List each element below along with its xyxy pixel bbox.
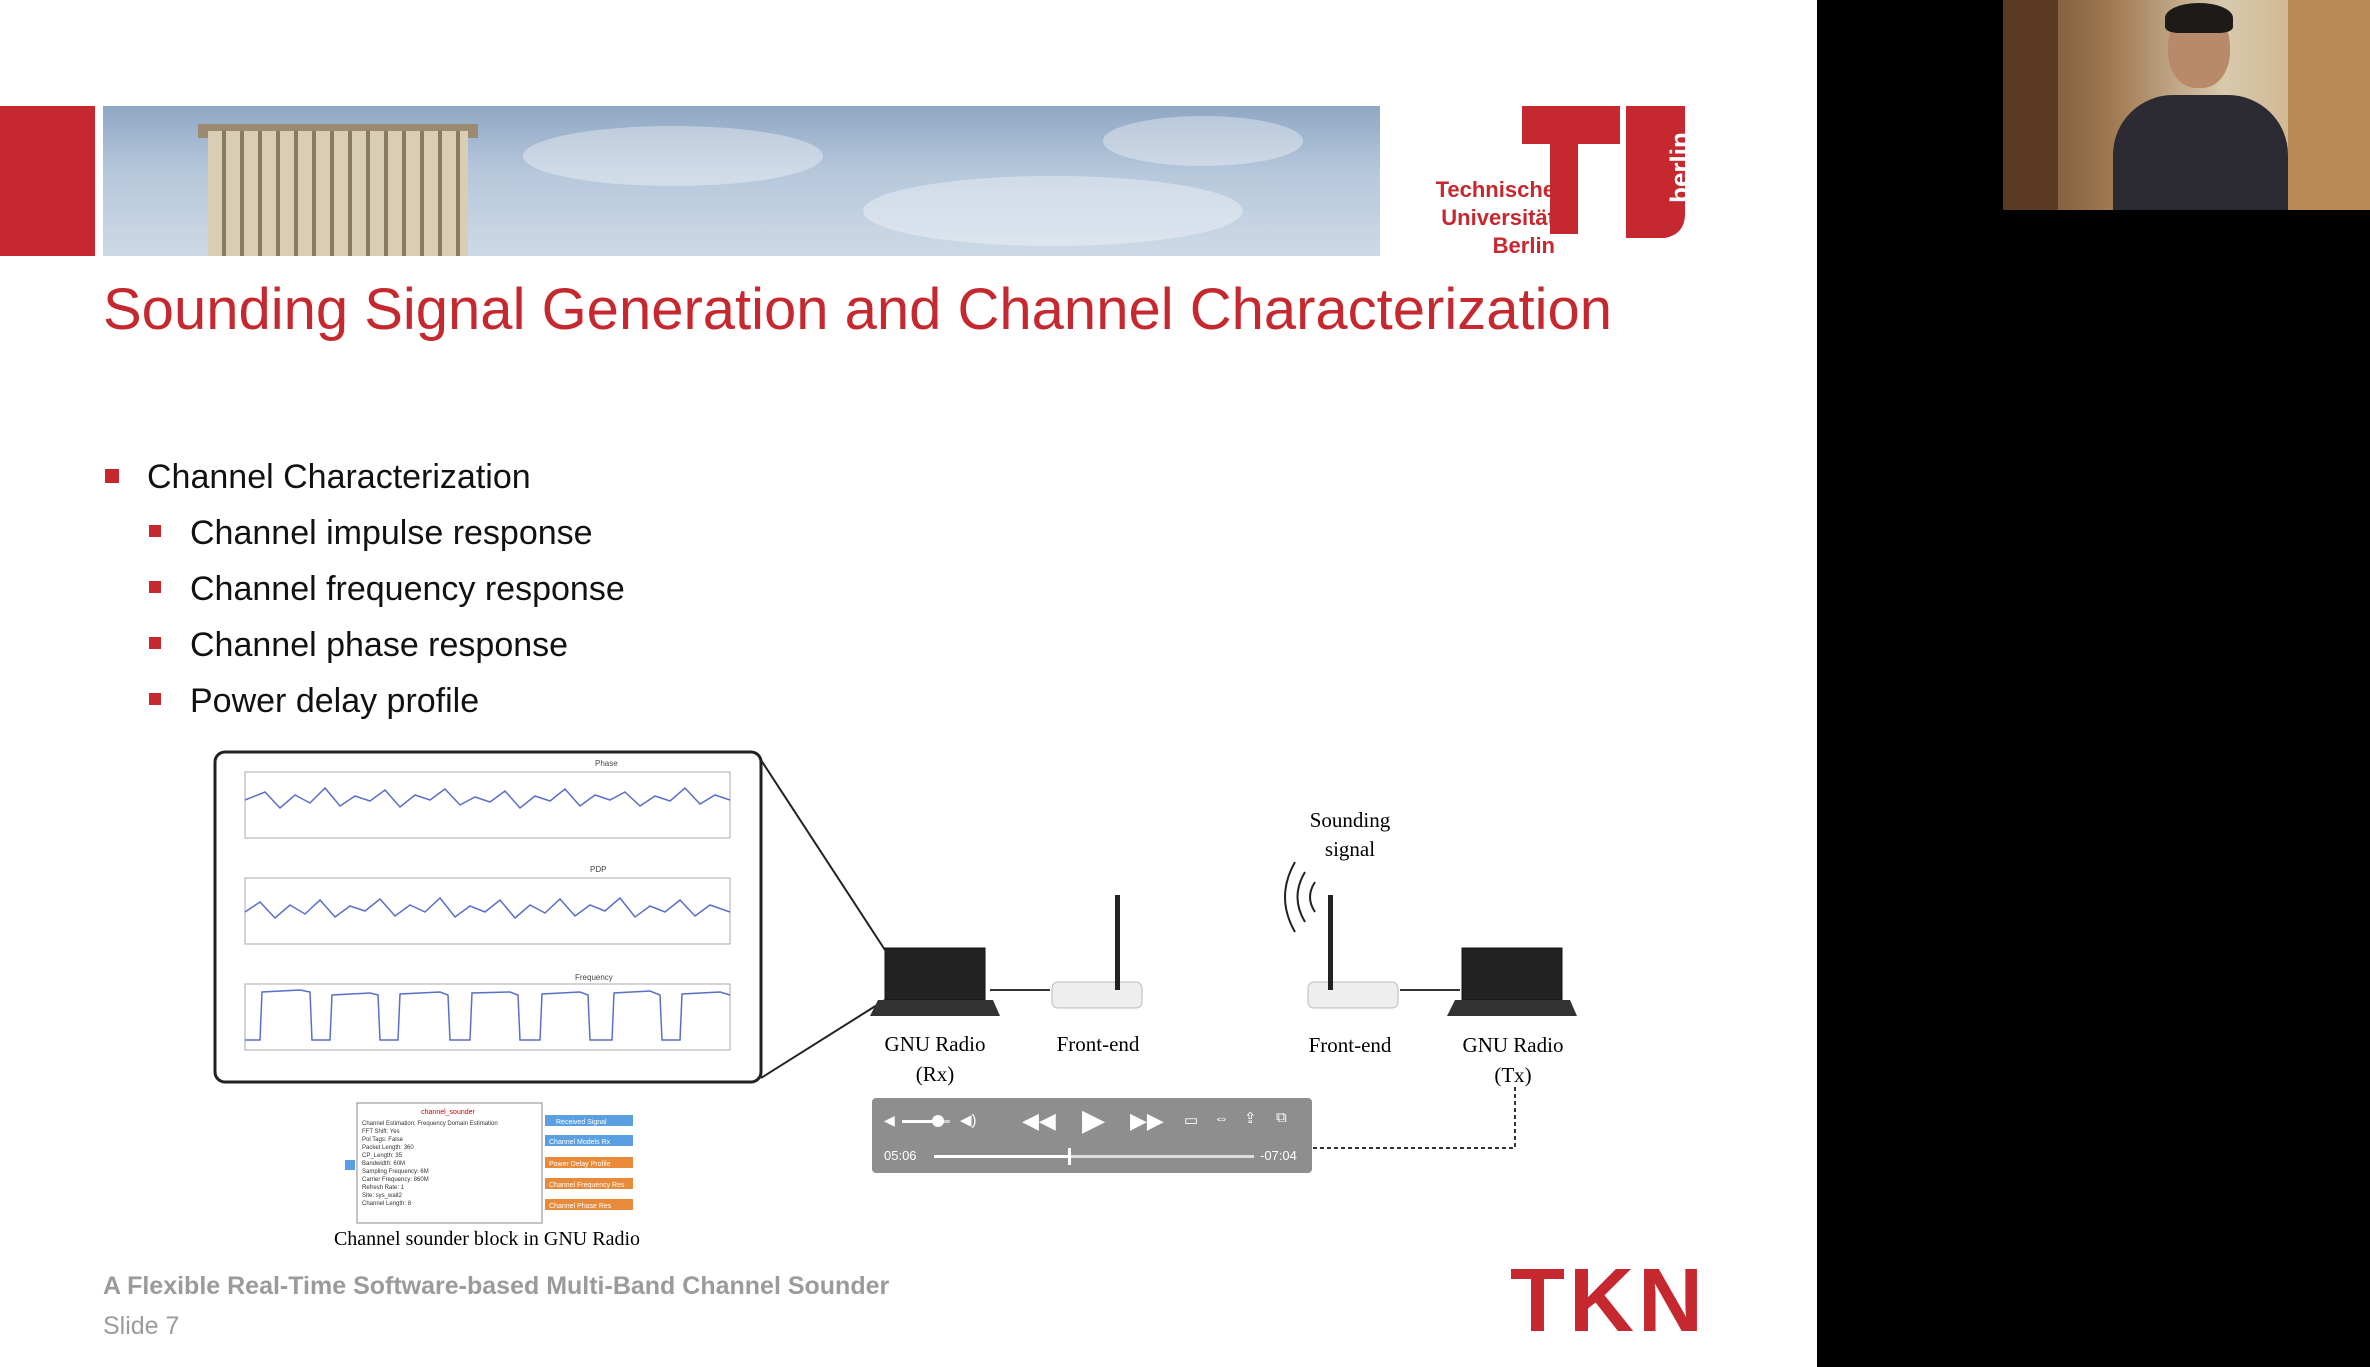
svg-text:channel_sounder: channel_sounder [421,1109,475,1116]
phase-plot: Phase [244,759,731,839]
play-icon[interactable]: ▶ [1082,1104,1106,1137]
plot-title: Phase [595,759,618,768]
tx-radio-label: GNU Radio [1463,1033,1564,1057]
block-caption: Channel sounder block in GNU Radio [334,1228,640,1250]
svg-text:Channel Estimation: Frequency: Channel Estimation: Frequency Domain Est… [362,1121,498,1127]
tx-laptop [1447,947,1577,1016]
tkn-logo: TKN [1510,1251,1707,1351]
volume-slider[interactable] [902,1115,950,1127]
svg-text:Bandwidth: 60M: Bandwidth: 60M [362,1161,405,1167]
presentation-slide: berlin Technische Universität Berlin Sou… [0,0,1817,1367]
bullet-sub: Channel phase response [105,620,625,676]
slide-number: Slide 7 [103,1312,180,1340]
plot-title: PDP [590,865,606,874]
bullet-sub: Power delay profile [105,676,625,732]
svg-text:Pol Tags: False: Pol Tags: False [362,1137,404,1143]
remaining-time: -07:04 [1260,1148,1297,1163]
sounding-sublabel: signal [1325,837,1375,861]
svg-text:Channel Models Rx: Channel Models Rx [549,1139,611,1146]
rx-frontend-label: Front-end [1057,1032,1140,1056]
tx-frontend-device [1307,895,1399,1009]
svg-text:Carrier Frequency: 860M: Carrier Frequency: 860M [362,1177,429,1183]
rx-laptop [870,947,1000,1016]
presenter-hair [2165,3,2233,33]
slide-title: Sounding Signal Generation and Channel C… [103,277,1613,342]
presenter-body [2113,95,2288,210]
volume-high-icon: ◀) [960,1112,977,1129]
bullet-list: Channel Characterization Channel impulse… [105,452,625,732]
signal-wave-icon [1284,861,1316,933]
elapsed-time: 05:06 [884,1148,917,1163]
svg-text:Site: sys_wait2: Site: sys_wait2 [362,1193,403,1199]
system-diagram: Phase PDP Frequency GNU Radio (Rx) Front… [213,750,1577,1250]
pip-icon[interactable]: ⧉ [1276,1109,1287,1126]
svg-text:Refresh Rate: 1: Refresh Rate: 1 [362,1185,405,1191]
share-icon[interactable]: ⇪ [1244,1110,1257,1127]
airplay-icon[interactable]: ▭ [1184,1112,1199,1129]
svg-text:Received Signal: Received Signal [556,1119,607,1126]
rx-radio-label: GNU Radio [885,1032,986,1056]
svg-text:Channel Frequency Res: Channel Frequency Res [549,1182,625,1189]
webcam-feed [2003,0,2370,210]
svg-text:Channel Length: 8: Channel Length: 8 [362,1201,412,1207]
pdp-plot: PDP [244,865,731,945]
svg-text:Channel Phase Res: Channel Phase Res [549,1203,612,1210]
fast-forward-icon[interactable]: ▶▶ [1130,1108,1164,1133]
svg-text:Power Delay Profile: Power Delay Profile [549,1161,611,1168]
frequency-plot: Frequency [244,973,731,1051]
footer-title: A Flexible Real-Time Software-based Mult… [103,1272,890,1300]
header-red-block [0,106,95,256]
volume-low-icon: ◀ [884,1112,895,1128]
video-scrubber[interactable] [934,1148,1254,1165]
tu-berlin-logo [1522,106,1685,238]
svg-text:FFT Shift: Yes: FFT Shift: Yes [362,1129,400,1135]
svg-text:CP_Length: 35: CP_Length: 35 [362,1153,403,1159]
gnuradio-block: channel_sounder Channel Estimation: Freq… [345,1102,633,1224]
fullscreen-icon[interactable]: ⇔ [1214,1110,1229,1127]
tx-radio-sublabel: (Tx) [1494,1063,1531,1087]
tu-logo-text: Technische Universität Berlin [1435,177,1555,258]
bullet-sub: Channel impulse response [105,508,625,564]
bullet-sub: Channel frequency response [105,564,625,620]
rewind-icon[interactable]: ◀◀ [1022,1108,1056,1133]
svg-text:Packet Length: 360: Packet Length: 360 [362,1145,414,1151]
tx-frontend-label: Front-end [1309,1033,1392,1057]
video-controls: ◀ ◀) ◀◀ ▶ ▶▶ ▭ ⇔ ⇪ ⧉ 05:06 -07:04 [872,1098,1312,1173]
header-banner-image [103,106,1380,256]
plot-title: Frequency [575,973,613,982]
rx-radio-sublabel: (Rx) [916,1062,955,1086]
bullet-main: Channel Characterization [105,452,625,508]
sounding-label: Sounding [1310,808,1391,832]
svg-text:Sampling Frequency: 6M: Sampling Frequency: 6M [362,1169,429,1175]
rx-frontend-device [1051,895,1143,1009]
